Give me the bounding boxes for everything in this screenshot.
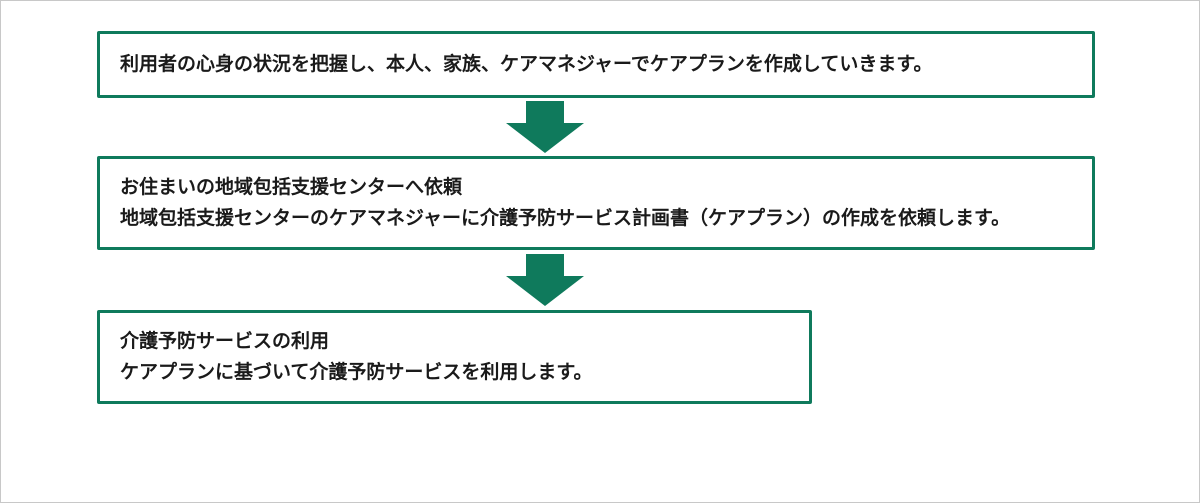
step-box-service-use: 介護予防サービスの利用 ケアプランに基づいて介護予防サービスを利用します。 (97, 310, 812, 404)
step-3-text: ケアプランに基づいて介護予防サービスを利用します。 (120, 361, 593, 383)
step-2-text: 地域包括支援センターのケアマネジャーに介護予防サービス計画書（ケアプラン）の作成… (120, 207, 1011, 229)
down-arrow-icon (506, 254, 584, 306)
step-1-text: 利用者の心身の状況を把握し、本人、家族、ケアマネジャーでケアプランを作成していき… (120, 53, 933, 75)
step-3-title: 介護予防サービスの利用 (120, 330, 330, 352)
step-2-title: お住まいの地域包括支援センターへ依頼 (120, 176, 463, 198)
down-arrow-icon (506, 101, 584, 153)
step-box-care-plan: 利用者の心身の状況を把握し、本人、家族、ケアマネジャーでケアプランを作成していき… (97, 31, 1095, 98)
step-box-request: お住まいの地域包括支援センターへ依頼 地域包括支援センターのケアマネジャーに介護… (97, 156, 1095, 250)
